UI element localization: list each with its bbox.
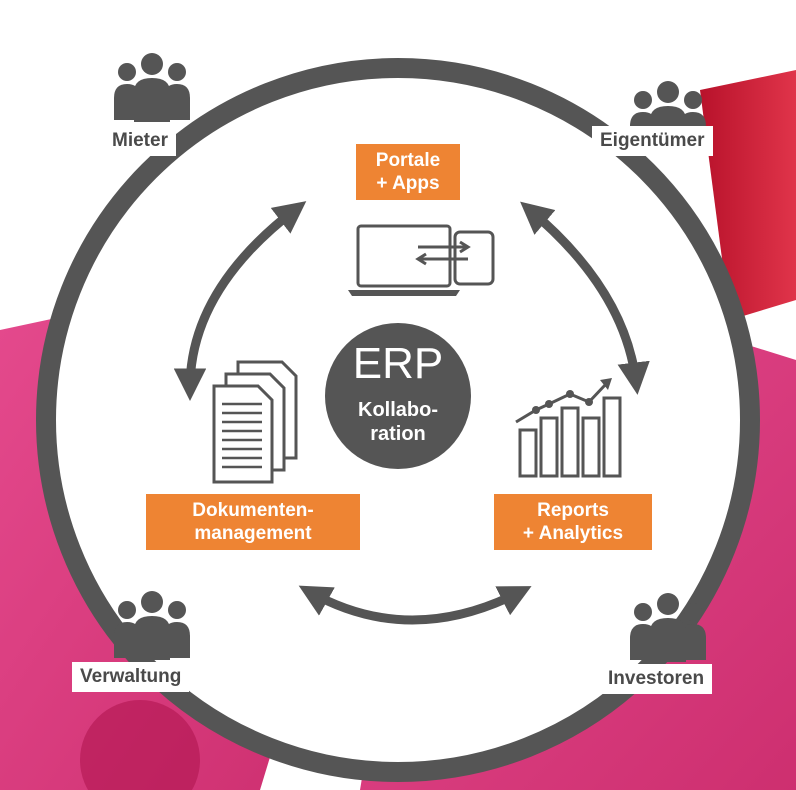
module-dokumentenmanagement: Dokumenten- management (146, 494, 360, 550)
erp-subtitle-line1: Kollabo- (358, 399, 438, 421)
people-icon-mieter (114, 53, 190, 122)
erp-center-circle (325, 323, 471, 469)
label-investoren: Investoren (600, 664, 713, 694)
arrow-dokumente-reports (298, 585, 532, 625)
module-reports-analytics: Reports + Analytics (494, 494, 652, 550)
people-icon-verwaltung (114, 591, 190, 660)
bar-chart-icon (515, 378, 622, 478)
documents-icon (212, 360, 298, 484)
people-icon-investoren (630, 593, 706, 662)
arrow-portale-reports (520, 201, 650, 395)
erp-title: ERP (352, 339, 444, 388)
module-dokumente-line2: management (194, 523, 312, 544)
erp-subtitle-line2: ration (370, 423, 426, 445)
module-dokumente-line1: Dokumenten- (192, 500, 314, 521)
module-portale-line2: + Apps (376, 173, 440, 194)
module-portale-line1: Portale (375, 150, 441, 171)
module-reports-line2: + Analytics (522, 523, 624, 544)
label-mieter: Mieter (104, 126, 176, 156)
module-reports-line1: Reports (537, 500, 609, 521)
label-verwaltung: Verwaltung (72, 662, 190, 692)
arrow-portale-dokumente (173, 201, 307, 401)
module-portale-apps: Portale + Apps (356, 144, 460, 200)
laptop-phone-icon (348, 224, 495, 296)
label-eigentuemer: Eigentümer (592, 126, 713, 156)
